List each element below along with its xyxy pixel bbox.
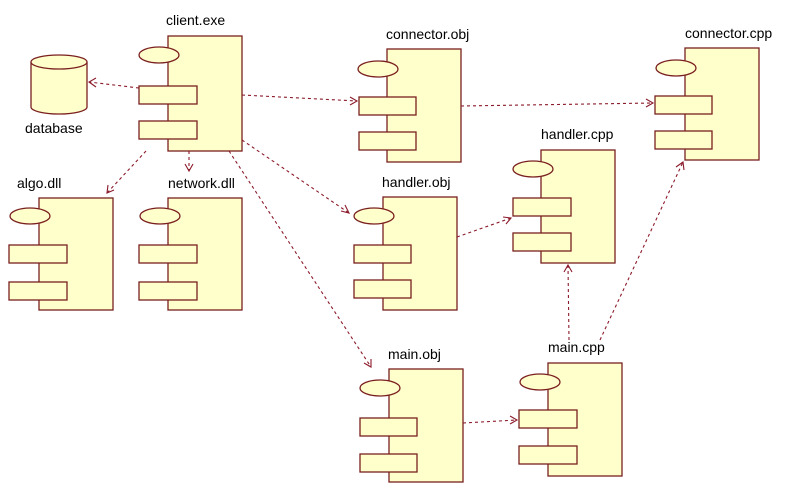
interface-tab — [138, 85, 198, 105]
component-oval — [139, 207, 181, 225]
arrowhead-icon — [363, 359, 372, 368]
arrowhead-icon — [184, 163, 194, 173]
arrowhead-icon — [675, 161, 685, 171]
dependency-handler-obj-to-handler-cpp — [456, 216, 513, 238]
interface-tab — [138, 281, 198, 301]
arrowhead-icon — [340, 204, 351, 214]
dependency-line — [106, 150, 147, 194]
interface-tab — [518, 409, 578, 429]
component-label: connector.obj — [386, 26, 469, 42]
component-oval — [512, 160, 554, 178]
dependency-main-cpp-to-handler-cpp — [563, 263, 573, 341]
interface-tab — [512, 197, 572, 217]
interface-tab — [359, 417, 418, 437]
interface-tab — [8, 244, 68, 264]
database-node[interactable]: database — [25, 54, 88, 136]
arrowhead-icon — [106, 184, 115, 194]
interface-tab — [8, 281, 68, 301]
dependency-client-to-handler-obj — [241, 139, 351, 214]
dependency-line — [228, 150, 372, 368]
component-oval — [353, 207, 395, 225]
interface-tab — [359, 453, 418, 473]
interface-tab — [138, 120, 198, 140]
interface-tab — [654, 130, 713, 150]
interface-tab — [353, 244, 412, 264]
dependency-line — [599, 161, 684, 341]
component-main-obj[interactable]: main.obj — [359, 346, 464, 483]
arrowhead-icon — [87, 77, 97, 88]
component-connector-cpp[interactable]: connector.cpp — [654, 25, 772, 161]
dependency-line — [460, 102, 654, 107]
arrowhead-icon — [563, 263, 573, 273]
component-label: connector.cpp — [685, 25, 772, 41]
component-network-dll[interactable]: network.dll — [138, 175, 243, 311]
arrowhead-icon — [349, 96, 359, 106]
arrowhead-icon — [509, 415, 519, 425]
dependency-client-to-database — [87, 77, 140, 89]
component-oval — [655, 59, 697, 77]
component-handler-obj[interactable]: handler.obj — [353, 174, 458, 311]
component-label: main.obj — [388, 346, 441, 362]
interface-tab — [358, 131, 417, 151]
dependency-connector-obj-to-connector-cpp — [460, 98, 655, 108]
interface-tab — [138, 244, 198, 264]
component-client-exe[interactable]: client.exe — [138, 12, 243, 152]
database-top — [30, 54, 88, 70]
component-label: main.cpp — [548, 339, 605, 355]
dependency-line — [462, 419, 518, 424]
component-label: algo.dll — [17, 175, 61, 191]
interface-tab — [654, 95, 713, 115]
component-main-cpp[interactable]: main.cpp — [518, 339, 623, 477]
interface-tab — [518, 445, 578, 465]
dependency-line — [88, 81, 140, 89]
dependency-line — [241, 139, 350, 214]
dependency-client-to-algo — [106, 150, 147, 194]
component-label: client.exe — [166, 12, 225, 28]
interface-tab — [512, 232, 572, 252]
arrowhead-icon — [502, 216, 513, 225]
component-label: handler.cpp — [541, 126, 614, 142]
component-label: handler.obj — [382, 174, 451, 190]
component-oval — [138, 46, 180, 64]
interface-tab — [353, 279, 412, 299]
dependency-client-to-network — [184, 151, 194, 173]
dependency-line — [241, 94, 358, 102]
arrowhead-icon — [645, 98, 655, 108]
component-oval — [519, 373, 561, 391]
database-label: database — [25, 120, 83, 136]
interface-tab — [358, 96, 417, 116]
component-oval — [9, 207, 51, 225]
dependency-main-cpp-to-connector-cpp — [599, 161, 685, 341]
dependency-client-to-connector-obj — [241, 94, 359, 106]
dependency-main-obj-to-main-cpp — [462, 415, 519, 425]
component-oval — [357, 60, 399, 78]
component-handler-cpp[interactable]: handler.cpp — [512, 126, 616, 264]
dependency-line — [456, 217, 512, 238]
component-algo-dll[interactable]: algo.dll — [8, 175, 114, 311]
component-label: network.dll — [168, 175, 235, 191]
dependency-client-to-main-obj — [228, 150, 372, 368]
dependency-line — [567, 264, 570, 341]
database-icon — [30, 62, 88, 115]
component-connector-obj[interactable]: connector.obj — [357, 26, 469, 163]
component-oval — [359, 379, 401, 397]
